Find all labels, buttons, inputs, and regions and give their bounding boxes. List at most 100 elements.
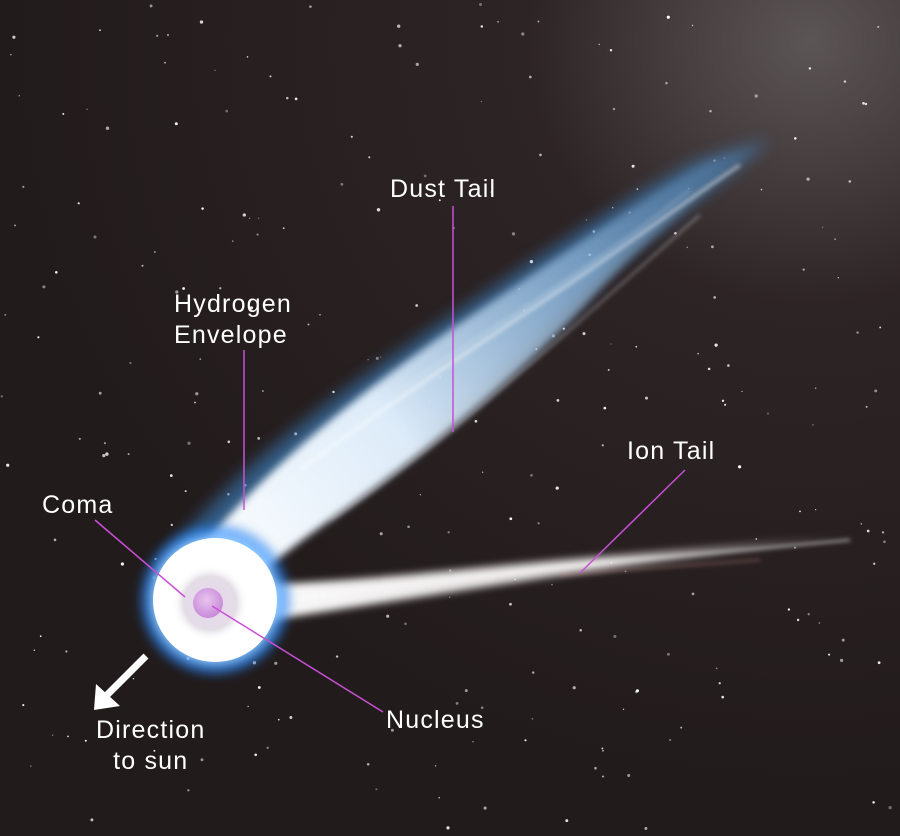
star — [286, 96, 289, 100]
star — [562, 327, 565, 330]
star — [524, 739, 527, 742]
star — [528, 75, 532, 79]
star — [636, 188, 639, 191]
star — [438, 796, 441, 799]
star — [127, 453, 130, 456]
star — [18, 94, 21, 97]
coma-label: Coma — [42, 491, 114, 519]
star — [99, 29, 101, 32]
star — [214, 69, 216, 72]
star — [481, 471, 484, 473]
star — [602, 749, 604, 752]
coma-leader — [94, 519, 186, 598]
star — [727, 364, 730, 367]
star — [815, 387, 817, 389]
star — [509, 602, 512, 606]
star — [668, 738, 672, 742]
star — [62, 112, 65, 115]
star — [862, 101, 865, 105]
star — [129, 361, 132, 365]
hydrogen-envelope-line-1: Hydrogen — [174, 290, 292, 318]
star — [156, 34, 159, 37]
star — [407, 525, 410, 529]
star — [627, 774, 631, 777]
star — [879, 326, 882, 329]
star — [511, 232, 516, 236]
star — [631, 164, 635, 168]
star — [199, 358, 202, 360]
star — [794, 137, 797, 140]
star — [864, 102, 868, 106]
star — [415, 62, 419, 67]
star — [386, 614, 390, 618]
star — [30, 765, 32, 767]
star — [187, 441, 191, 445]
star — [737, 465, 742, 469]
star — [423, 174, 427, 178]
star — [93, 235, 97, 239]
star — [691, 24, 694, 27]
star — [856, 331, 859, 334]
star — [350, 135, 353, 138]
star — [169, 474, 173, 477]
star — [184, 490, 187, 493]
star — [794, 546, 796, 549]
star — [721, 399, 725, 402]
star — [182, 287, 185, 290]
star — [497, 20, 500, 23]
star — [636, 689, 639, 693]
star — [612, 207, 614, 209]
star — [877, 661, 881, 665]
star — [474, 419, 478, 423]
star — [601, 775, 605, 778]
leader-lines — [94, 206, 686, 713]
direction-to-sun-label: Direction to sun — [96, 715, 205, 777]
direction-arrow-icon — [94, 653, 149, 710]
star — [754, 94, 758, 98]
star — [149, 4, 153, 8]
star — [170, 523, 173, 527]
nucleus-leader — [211, 605, 384, 713]
star — [367, 359, 369, 361]
star — [194, 401, 196, 404]
star — [55, 271, 58, 274]
star — [472, 740, 474, 743]
star — [537, 522, 540, 525]
star — [787, 608, 791, 611]
star — [375, 788, 378, 791]
star — [84, 739, 87, 742]
star — [579, 628, 582, 632]
star — [594, 766, 597, 770]
star — [691, 592, 695, 596]
star — [837, 277, 839, 279]
star — [51, 734, 54, 736]
star — [266, 746, 269, 750]
star — [102, 454, 106, 458]
star — [865, 405, 868, 408]
star — [530, 473, 533, 477]
star — [806, 177, 810, 181]
dust-tail — [165, 140, 770, 610]
star — [455, 702, 459, 705]
star — [274, 661, 278, 665]
star — [873, 562, 876, 565]
star — [555, 486, 559, 490]
star — [447, 531, 450, 534]
star — [262, 390, 264, 392]
star — [841, 638, 845, 642]
star — [282, 227, 285, 230]
star — [480, 100, 482, 103]
star — [0, 395, 3, 398]
star — [77, 202, 80, 205]
star — [609, 49, 613, 52]
star — [307, 323, 310, 326]
star — [601, 747, 604, 750]
star — [187, 789, 190, 792]
star — [42, 285, 46, 289]
star — [67, 735, 69, 738]
star — [724, 403, 727, 406]
star — [6, 463, 10, 467]
star — [65, 650, 68, 653]
star — [755, 538, 758, 540]
